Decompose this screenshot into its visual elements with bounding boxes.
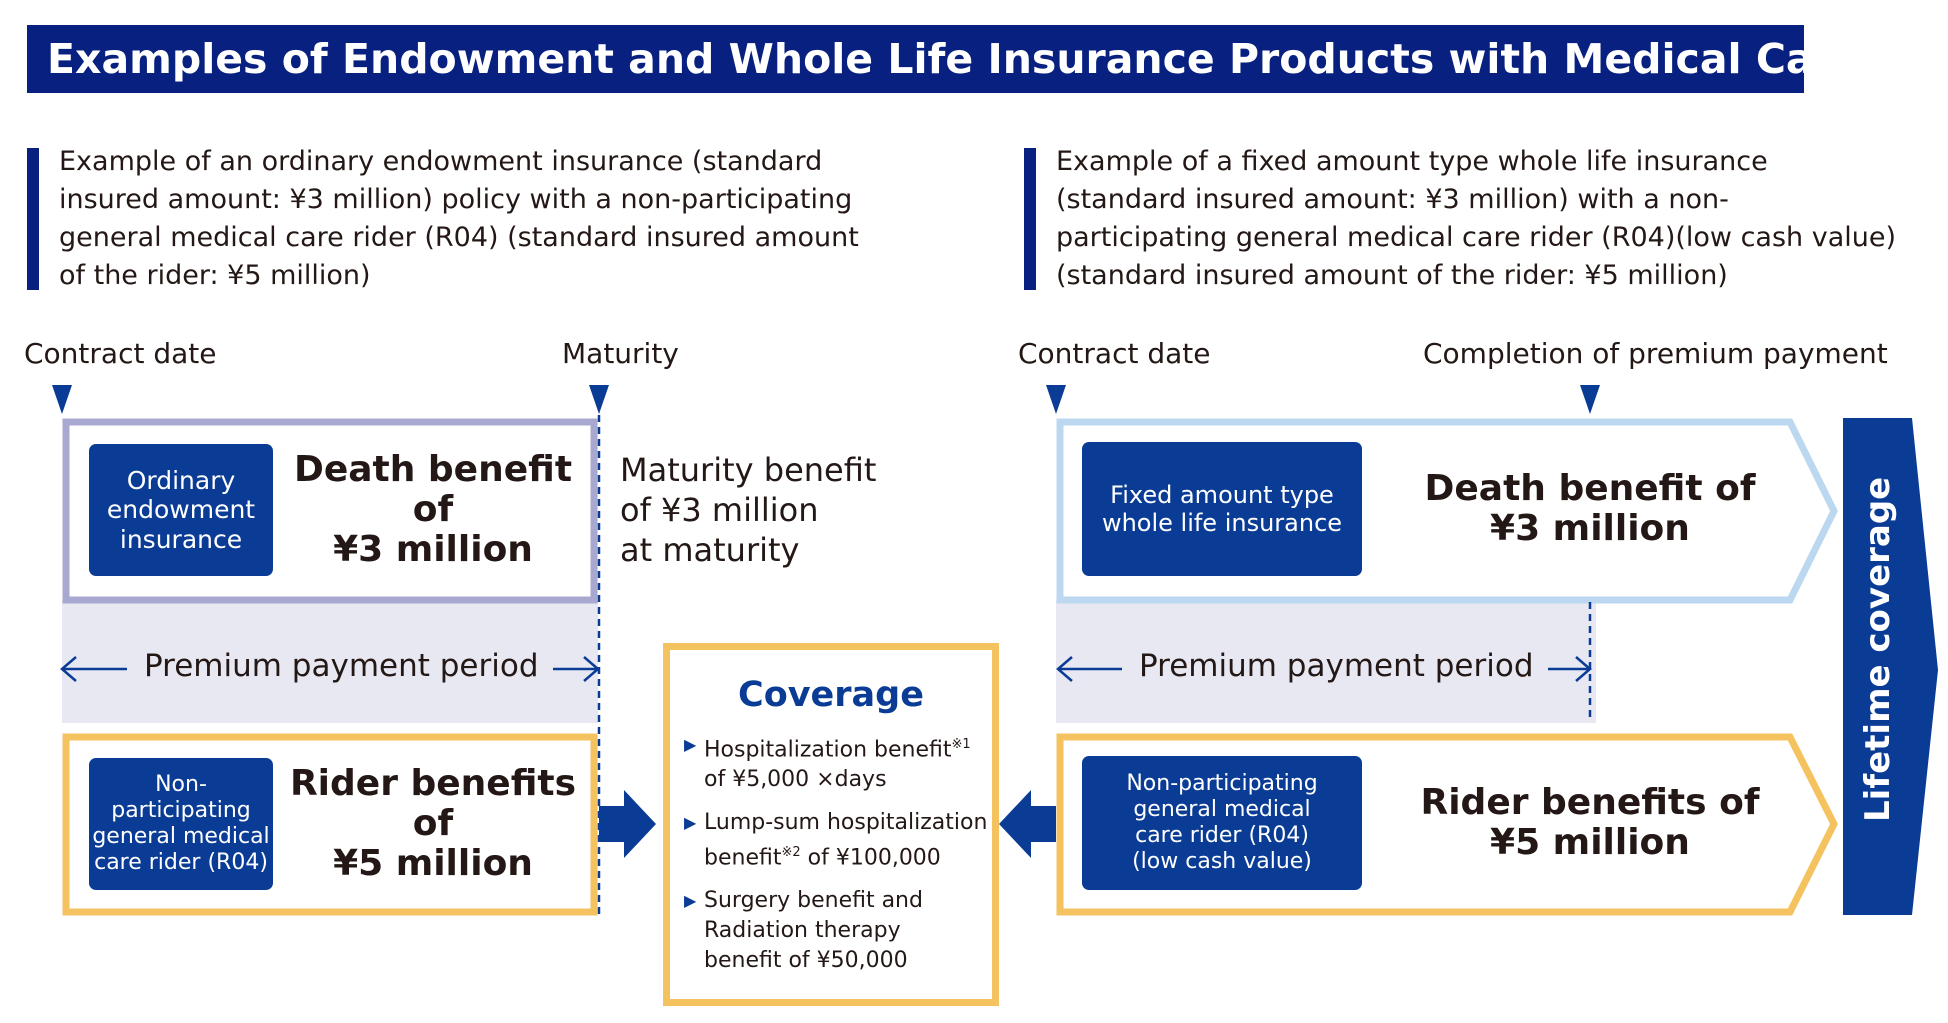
coverage-item-note: ※2	[781, 845, 801, 860]
lifetime-arrow	[1843, 418, 1938, 915]
maturity-label: Maturity	[562, 337, 679, 370]
right-rider-name-box: Non-participating general medical care r…	[1082, 756, 1362, 890]
coverage-item-text: Surgery benefit and Radiation therapy be…	[704, 888, 923, 973]
page-title: Examples of Endowment and Whole Life Ins…	[27, 25, 1948, 93]
left-premium-period: Premium payment period	[130, 648, 553, 684]
right-contract-date-label: Contract date	[1018, 337, 1211, 370]
maturity-benefit: Maturity benefit of ¥3 million at maturi…	[620, 451, 877, 569]
completion-marker	[1580, 385, 1600, 414]
left-contract-date-label: Contract date	[24, 337, 217, 370]
right-premium-period: Premium payment period	[1125, 648, 1548, 684]
coverage-box: Coverage ▶ Hospitalization benefit※1 of …	[663, 643, 999, 1006]
coverage-item-rest: of ¥5,000 ×days	[704, 767, 887, 793]
right-description: Example of a fixed amount type whole lif…	[1056, 146, 1897, 291]
left-death-benefit: Death benefit of ¥3 million	[293, 449, 573, 570]
left-description-marker	[27, 148, 39, 290]
contract-date-marker-left	[52, 385, 72, 414]
right-policy-box: Fixed amount type whole life insurance	[1082, 442, 1362, 576]
bullet-triangle-icon: ▶	[684, 813, 697, 832]
left-policy-box: Ordinary endowment insurance	[89, 444, 273, 576]
left-rider-benefit: Rider benefits of ¥5 million	[289, 763, 577, 884]
coverage-title: Coverage	[738, 675, 924, 715]
coverage-item-note: ※1	[951, 737, 971, 752]
coverage-item-text: Lump-sum hospitalization benefit	[704, 810, 988, 871]
left-description: Example of an ordinary endowment insuran…	[59, 146, 859, 291]
left-to-coverage-arrow	[599, 790, 656, 858]
bullet-triangle-icon: ▶	[684, 891, 697, 910]
right-description-marker	[1024, 148, 1036, 290]
maturity-marker	[589, 385, 609, 414]
right-rider-benefit: Rider benefits of ¥5 million	[1420, 782, 1760, 863]
completion-label: Completion of premium payment	[1423, 337, 1888, 370]
right-to-coverage-arrow	[999, 790, 1056, 858]
lifetime-coverage-label: Lifetime coverage	[1858, 476, 1898, 822]
coverage-item: ▶ Hospitalization benefit※1 of ¥5,000 ×d…	[684, 730, 994, 795]
left-rider-name-box: Non- participating general medical care …	[89, 758, 273, 890]
contract-date-marker-right	[1046, 385, 1066, 414]
coverage-item-rest: of ¥100,000	[800, 845, 941, 871]
bullet-triangle-icon: ▶	[684, 735, 697, 754]
coverage-item: ▶ Lump-sum hospitalization benefit※2 of …	[684, 808, 994, 873]
right-death-benefit: Death benefit of ¥3 million	[1424, 468, 1756, 549]
coverage-item-text: Hospitalization benefit	[704, 737, 952, 763]
coverage-item: ▶ Surgery benefit and Radiation therapy …	[684, 886, 994, 976]
